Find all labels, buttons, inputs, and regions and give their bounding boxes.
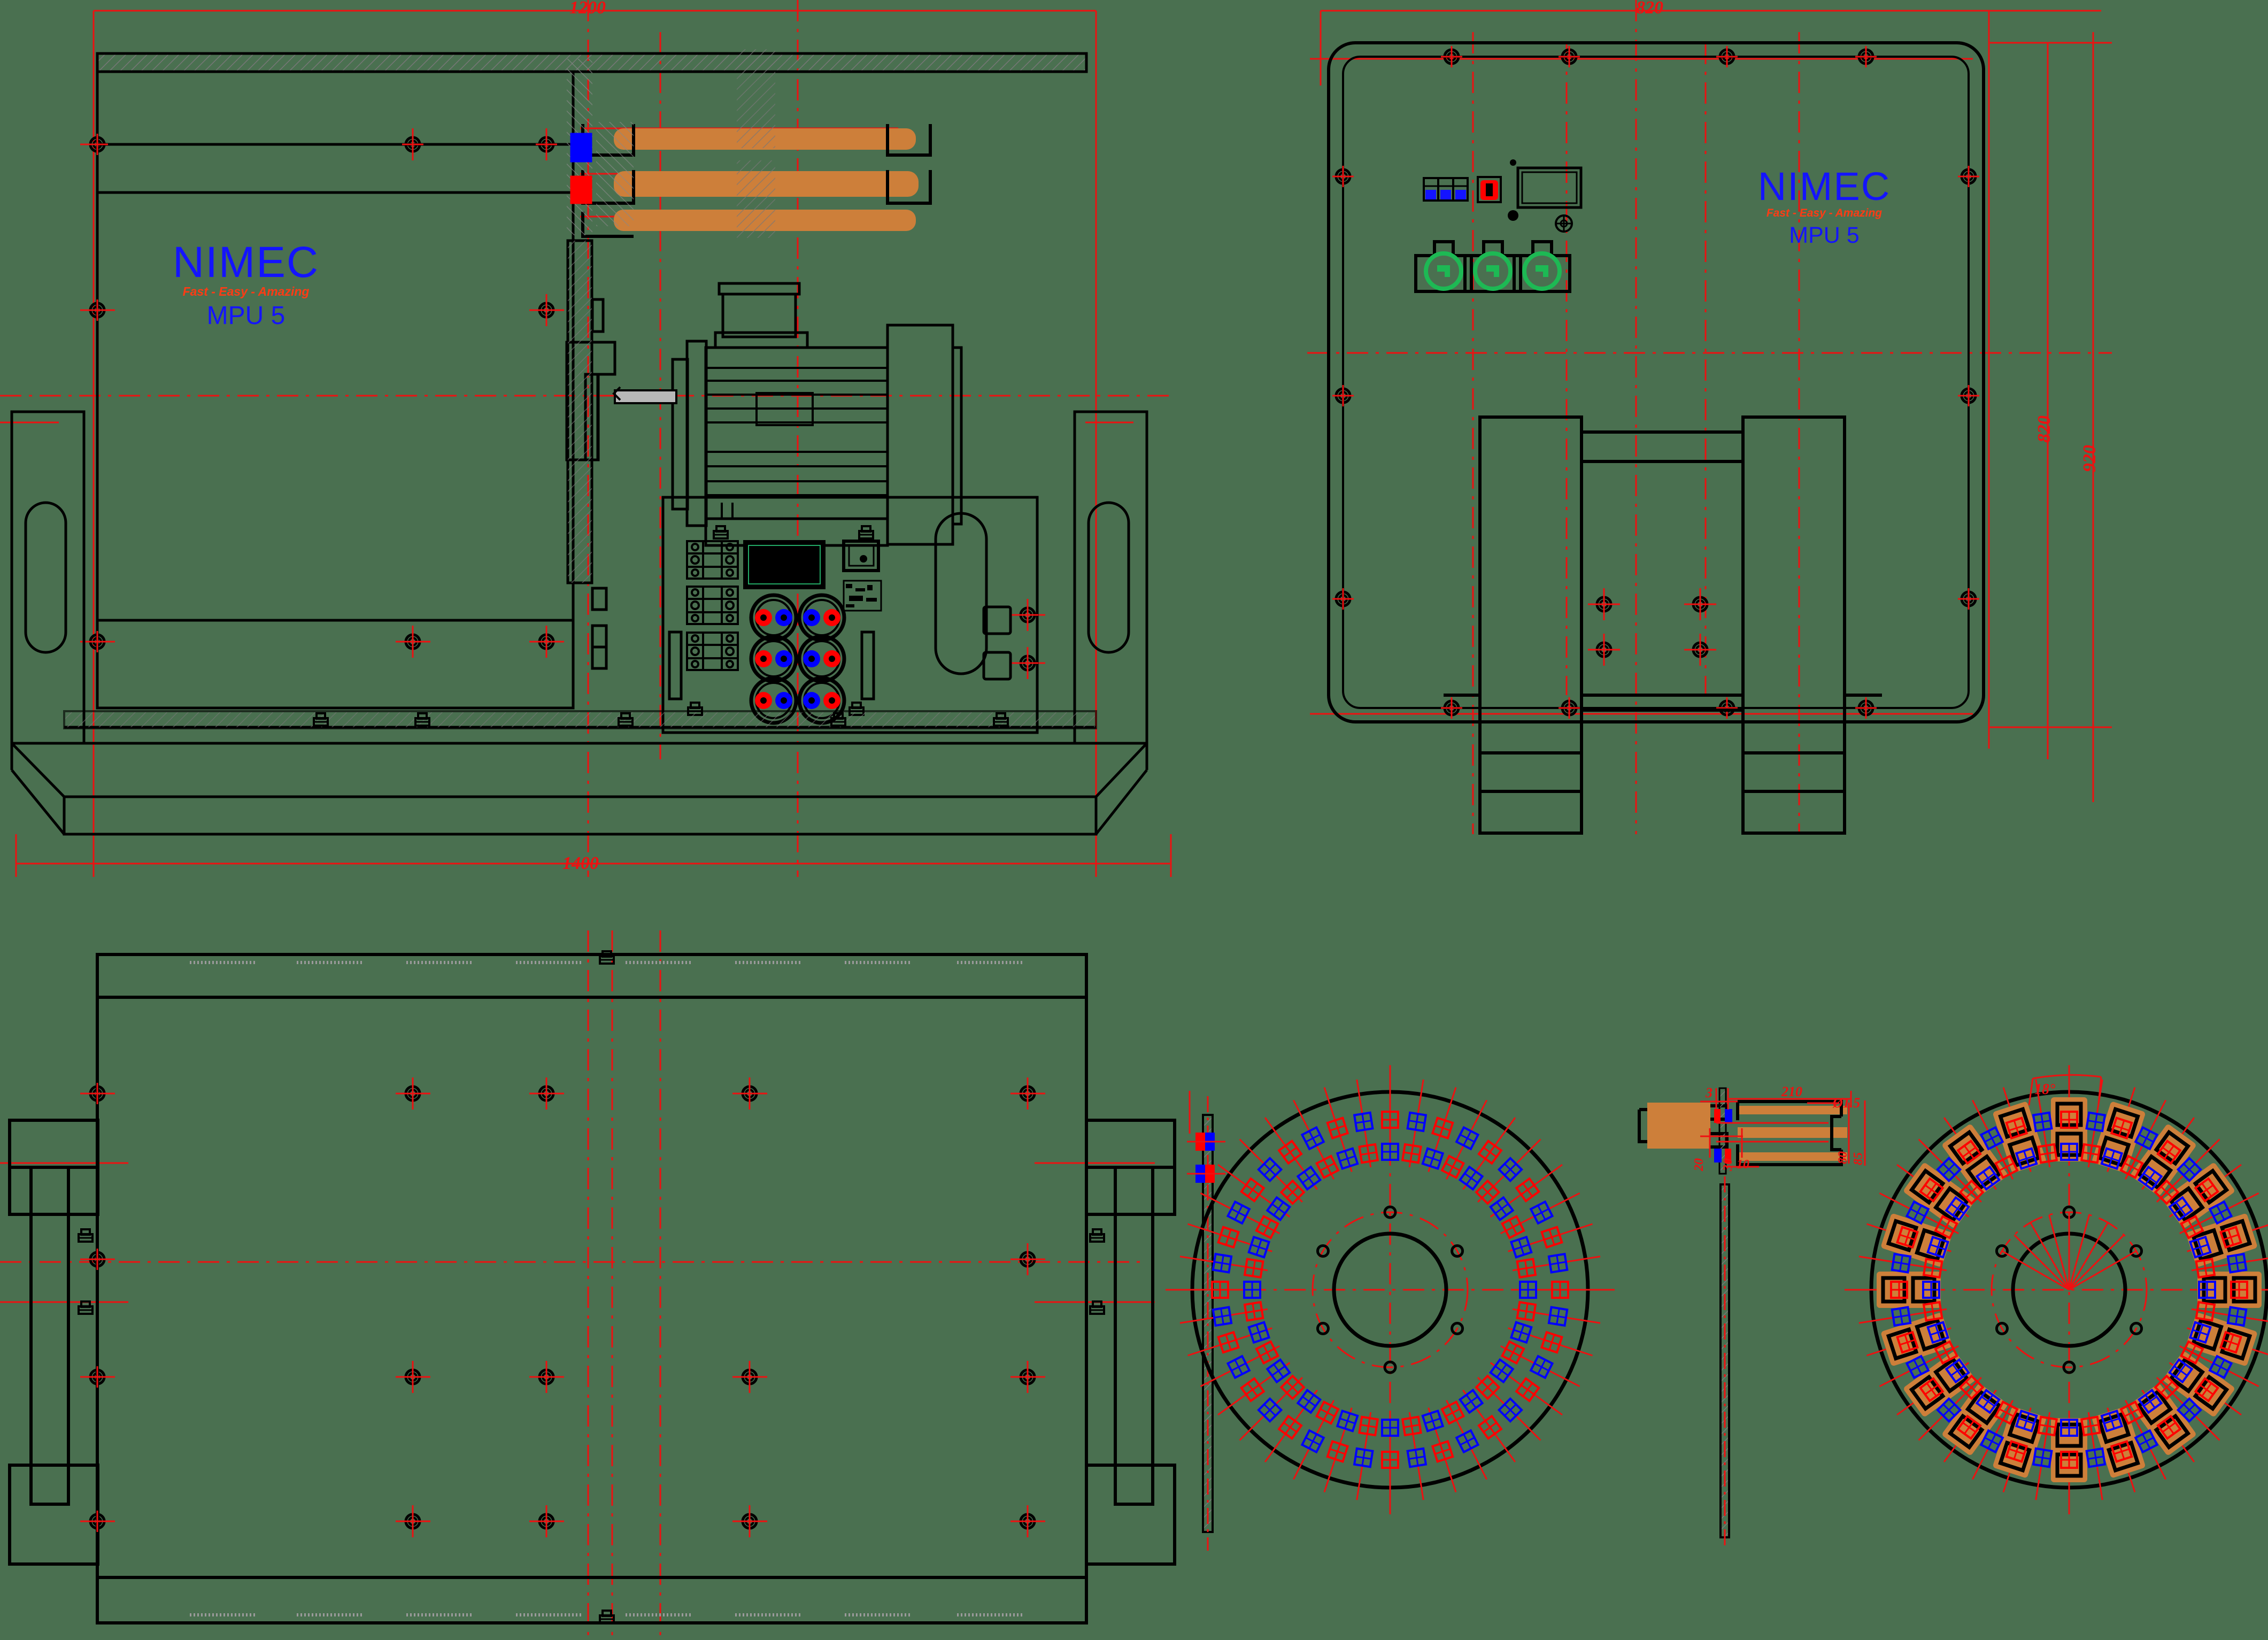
- rotor-magnets-outer: [1211, 1111, 1569, 1469]
- top-side-brackets: [8, 1119, 1176, 1566]
- relay-module[interactable]: [686, 632, 739, 671]
- controller-board[interactable]: [843, 580, 882, 612]
- banana-socket-pair[interactable]: [797, 593, 846, 642]
- coil-magnet-detail: [1638, 1087, 1866, 1175]
- angular-dimension: [2028, 1074, 2102, 1106]
- display-screen[interactable]: [743, 540, 826, 589]
- front-right-bracket: [982, 605, 1012, 681]
- relay-module[interactable]: [686, 540, 739, 580]
- side-stand-bolts: [1593, 594, 1711, 660]
- motor-assembly: [612, 282, 963, 547]
- rotor-disc-plain: [1166, 1065, 1615, 1514]
- relay-module[interactable]: [686, 586, 739, 625]
- power-socket[interactable]: [1513, 240, 1571, 293]
- power-socket[interactable]: [1463, 240, 1522, 293]
- top-plate: [96, 953, 1088, 1624]
- display-screen[interactable]: [1516, 166, 1583, 209]
- drive-plate-hatch: [568, 241, 592, 583]
- rotor-magnets-outer: [1890, 1111, 2248, 1469]
- indicator-lamp: [1508, 159, 1518, 221]
- magnet-blocks-front: [570, 133, 592, 204]
- coil-block-left: [1647, 1103, 1710, 1149]
- rotor-bolt-holes: [1316, 1205, 1464, 1374]
- top-view-construction: [0, 930, 1155, 1636]
- rotor-edge-view-right: [1719, 1176, 1730, 1545]
- front-base-plate: [63, 710, 1097, 729]
- rotor-spokes: [1177, 1077, 1603, 1503]
- rocker-switch-bank[interactable]: [1423, 177, 1469, 202]
- banana-socket-pair[interactable]: [749, 634, 798, 683]
- banana-socket-pair[interactable]: [797, 634, 846, 683]
- rotor-angle-rays: [2001, 1212, 2137, 1291]
- rotor-disc-with-coils: [1845, 1065, 2268, 1514]
- coil-cross-sections: [567, 49, 932, 238]
- side-stand: [1444, 415, 1882, 835]
- emergency-stop-button[interactable]: [1477, 176, 1502, 203]
- rotor-magnets-inner: [1922, 1143, 2216, 1437]
- top-plate-bolts: [87, 950, 1038, 1624]
- banana-socket-pair[interactable]: [749, 593, 798, 642]
- rotor-magnets-inner: [1243, 1143, 1537, 1437]
- top-bracket-fasteners: [78, 1228, 1105, 1315]
- front-view: [0, 0, 1172, 877]
- side-enclosure-bolts: [1332, 46, 1979, 719]
- top-weld-seams: [190, 961, 1024, 1616]
- power-socket[interactable]: [1414, 240, 1473, 293]
- front-base-trough: [10, 726, 1148, 836]
- side-enclosure: [1327, 41, 1985, 723]
- indicator-lamp: [1555, 214, 1573, 233]
- top-view: [0, 930, 1176, 1636]
- front-enclosure-panel: [96, 70, 575, 710]
- rotor-bore-circle: [1332, 1231, 1448, 1348]
- side-view: [1307, 0, 2112, 835]
- detail-dimension-lines: [1700, 1088, 1866, 1168]
- side-control-panel: [1414, 159, 1583, 293]
- motor-mount-bolts: [713, 525, 874, 540]
- rotor-details: [1166, 1065, 2268, 1551]
- meter-module[interactable]: [842, 540, 880, 572]
- front-side-plates: [10, 410, 1148, 745]
